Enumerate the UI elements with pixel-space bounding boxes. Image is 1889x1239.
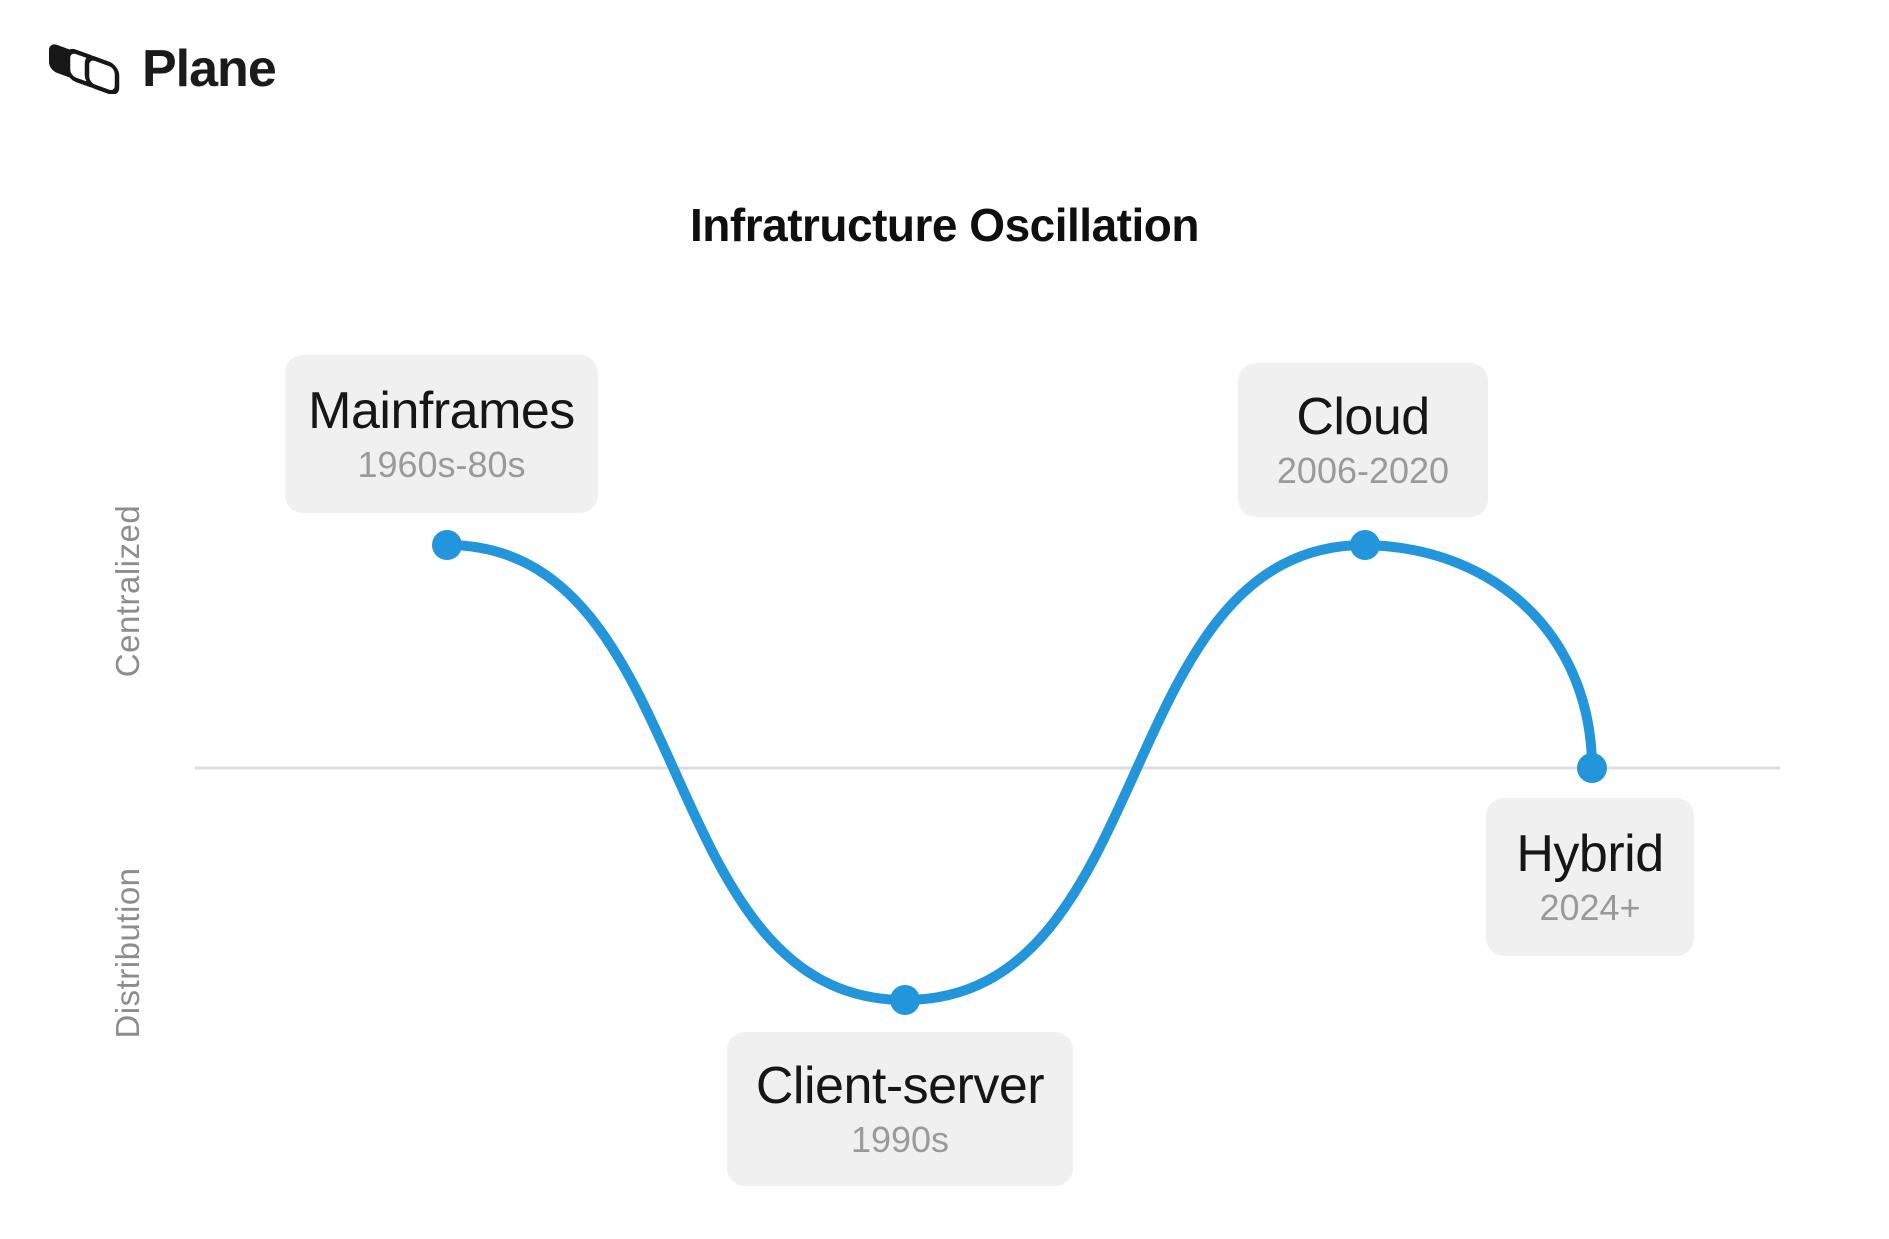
plane-logo-icon xyxy=(49,44,120,94)
milestone-label: Cloud xyxy=(1296,387,1430,446)
milestone-label: Hybrid xyxy=(1516,824,1664,883)
milestone-period: 1960s-80s xyxy=(357,444,526,486)
data-point-client-server xyxy=(890,985,920,1015)
brand-lockup: Plane xyxy=(46,40,277,98)
data-point-cloud xyxy=(1350,530,1380,560)
milestone-card-hybrid: Hybrid 2024+ xyxy=(1486,798,1694,956)
page-title: Infratructure Oscillation xyxy=(690,199,1199,251)
milestone-period: 2006-2020 xyxy=(1276,450,1450,492)
milestone-period: 2024+ xyxy=(1539,887,1641,929)
milestone-card-cloud: Cloud 2006-2020 xyxy=(1238,363,1488,517)
brand-name: Plane xyxy=(142,40,277,98)
milestone-card-client-server: Client-server 1990s xyxy=(727,1032,1073,1186)
milestone-period: 1990s xyxy=(850,1119,950,1161)
data-point-hybrid xyxy=(1577,753,1607,783)
data-point-mainframes xyxy=(432,530,462,560)
milestone-label: Client-server xyxy=(755,1056,1045,1115)
milestone-card-mainframes: Mainframes 1960s-80s xyxy=(285,355,598,513)
oscillation-curve xyxy=(442,539,1597,1006)
milestone-label: Mainframes xyxy=(308,381,575,440)
